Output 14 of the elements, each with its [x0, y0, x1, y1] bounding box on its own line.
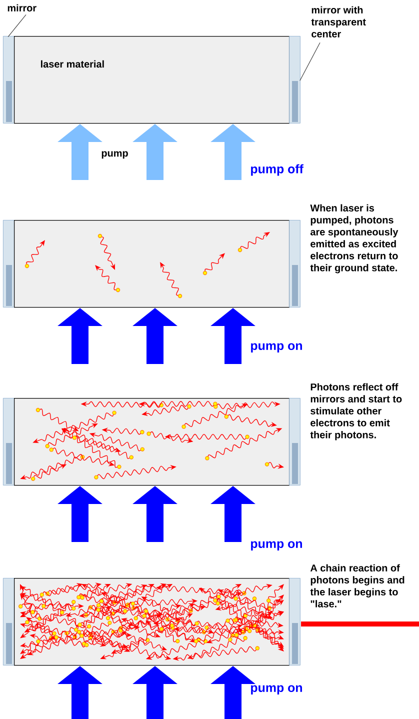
explanation-text: A chain reaction of photons begins and the laser begins to "lase."	[310, 564, 404, 608]
laser-rod: laser material	[14, 36, 290, 124]
callout-text: mirror	[8, 4, 36, 12]
status-label: pump on	[251, 343, 302, 352]
callout-text: mirror with transparent center	[311, 6, 366, 38]
pump-label: pump	[102, 151, 128, 159]
leader-line	[8, 14, 26, 38]
laser-rod	[14, 220, 290, 308]
explanation-text: When laser is pumped, photons are spontaneously emitted as excited electrons return to their ground state.	[310, 204, 398, 274]
explanation-text: Photons reflect off mirrors and start to stimulate other electrons to emit their photons.	[310, 383, 402, 440]
leader-line	[300, 42, 320, 81]
status-label: pump on	[251, 685, 302, 694]
status-label: pump on	[251, 541, 302, 550]
status-label: pump off	[251, 164, 304, 176]
